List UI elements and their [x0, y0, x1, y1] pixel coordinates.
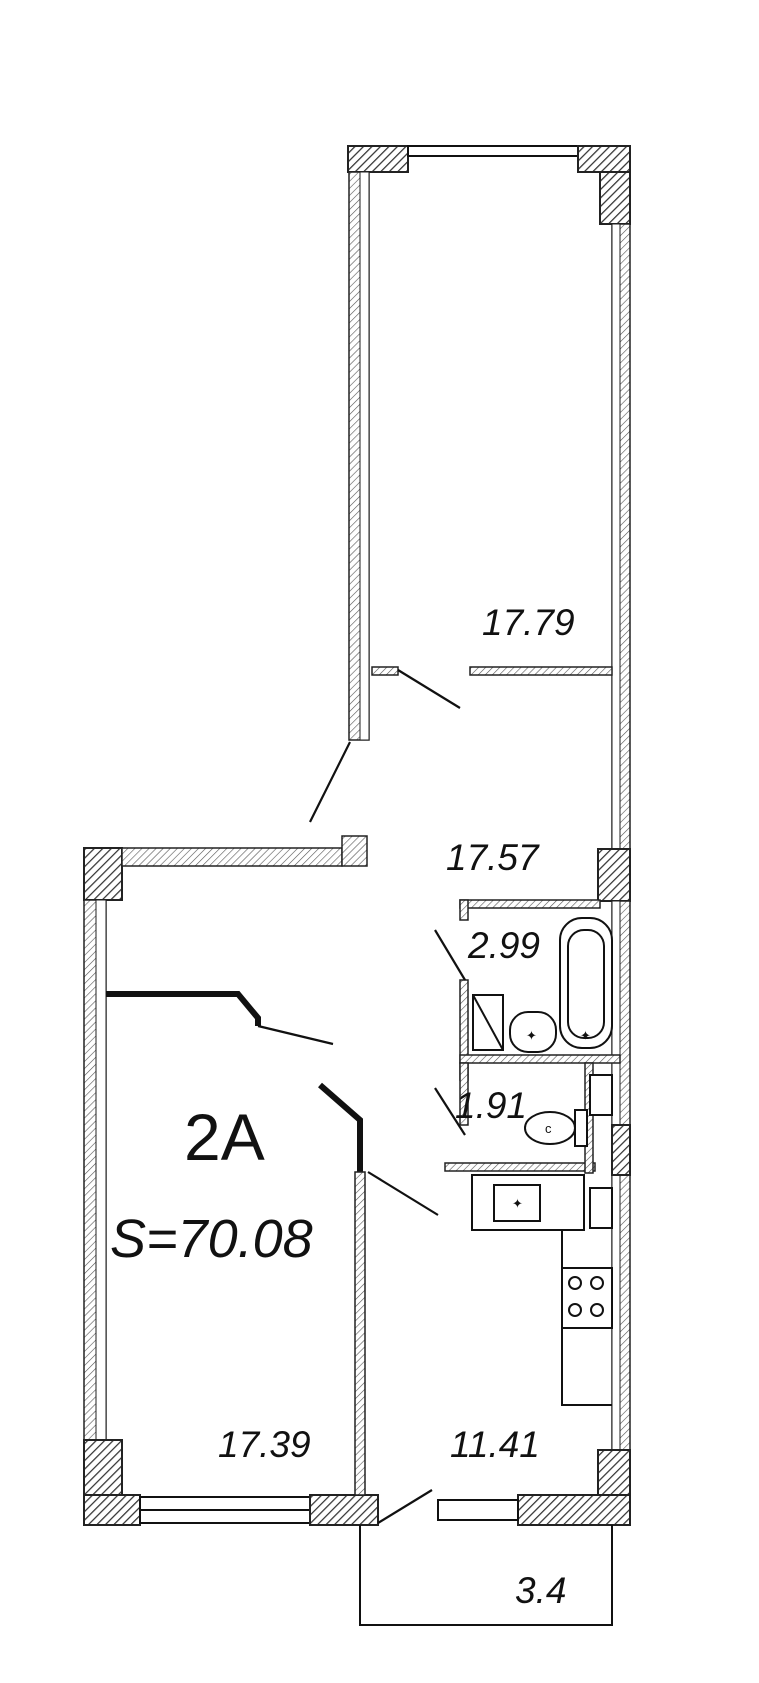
bathtub: ✦	[559, 917, 613, 1049]
toilet-fixture: c	[524, 1109, 588, 1147]
balcony	[359, 1525, 613, 1626]
svg-text:✦: ✦	[526, 1028, 537, 1043]
service-walls	[437, 848, 631, 1526]
room-area-bedroom: 17.79	[482, 602, 575, 643]
kitchen-sink: ✦	[471, 1174, 585, 1231]
room-area-kitchen: 11.41	[450, 1424, 540, 1465]
apartment-label: 2A	[184, 1100, 265, 1174]
room-area-balcony: 3.4	[515, 1570, 566, 1611]
living-room-walls	[83, 835, 379, 1526]
room-area-bathroom: 2.99	[467, 925, 540, 966]
svg-text:✦: ✦	[512, 1196, 523, 1211]
room-area-hall: 17.57	[446, 837, 540, 878]
bathroom-sink: ✦	[509, 1011, 557, 1053]
room-area-toilet: 1.91	[455, 1085, 527, 1126]
toilet-symbol: c	[545, 1121, 552, 1136]
room-area-living-room: 17.39	[218, 1424, 311, 1465]
stove	[561, 1267, 613, 1329]
total-area: S=70.08	[110, 1209, 313, 1269]
door-swings	[257, 669, 466, 1524]
svg-text:✦: ✦	[580, 1028, 591, 1043]
bedroom-walls	[347, 145, 631, 850]
washing-machine-spot	[472, 994, 504, 1051]
